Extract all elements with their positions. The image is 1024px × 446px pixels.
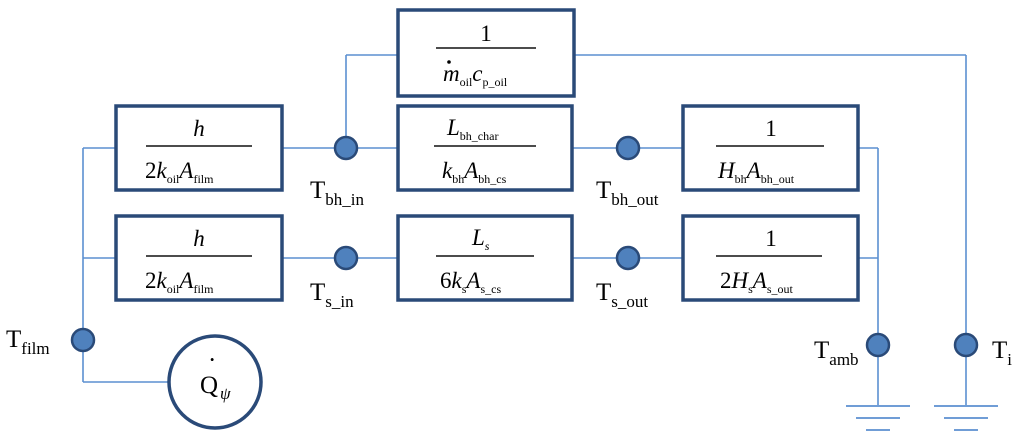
svg-text:moilcp_oil: moilcp_oil: [443, 61, 508, 89]
node-t-bh-in: [333, 135, 359, 161]
resistance-box-bearing-housing: Lbh_char kbhAbh_cs: [396, 104, 574, 192]
svg-text:1: 1: [480, 21, 492, 46]
svg-text:Q: Q: [200, 372, 218, 399]
svg-text:h: h: [193, 116, 205, 141]
node-t-film: [70, 327, 96, 353]
node-t-i: [953, 332, 979, 358]
label-t-s-out: Ts_out: [596, 279, 648, 311]
label-t-i: Ti: [992, 337, 1012, 369]
resistance-box-film-bottom: h 2koilAfilm: [114, 214, 284, 302]
label-t-bh-out: Tbh_out: [596, 177, 659, 209]
svg-text:2HsAs_out: 2HsAs_out: [720, 268, 794, 296]
label-t-s-in: Ts_in: [310, 279, 354, 311]
svg-text:kbhAbh_cs: kbhAbh_cs: [442, 158, 507, 186]
heat-source: Q · ψ: [167, 334, 263, 430]
svg-text:Lbh_char: Lbh_char: [446, 115, 498, 143]
resistance-box-housing-convection: 1 HbhAbh_out: [681, 104, 860, 192]
resistance-box-shaft: Ls 6ksAs_cs: [396, 214, 574, 302]
node-t-s-in: [333, 245, 359, 271]
resistance-box-film-top: h 2koilAfilm: [114, 104, 284, 192]
ground-symbol-amb: [846, 405, 910, 431]
svg-text:h: h: [193, 226, 205, 251]
node-t-s-out: [615, 245, 641, 271]
svg-text:2koilAfilm: 2koilAfilm: [145, 268, 214, 296]
label-t-amb: Tamb: [814, 337, 859, 369]
resistance-box-shaft-convection: 1 2HsAs_out: [681, 214, 860, 302]
svg-text:Ls: Ls: [471, 225, 490, 253]
svg-text:ψ: ψ: [220, 384, 231, 403]
svg-text:HbhAbh_out: HbhAbh_out: [717, 158, 795, 186]
svg-text:6ksAs_cs: 6ksAs_cs: [440, 268, 501, 296]
svg-text:1: 1: [765, 116, 777, 141]
node-t-bh-out: [615, 135, 641, 161]
svg-text:·: ·: [208, 347, 216, 374]
ground-symbol-i: [934, 405, 998, 431]
node-t-amb: [865, 332, 891, 358]
label-t-film: Tfilm: [6, 326, 50, 358]
label-t-bh-in: Tbh_in: [310, 177, 365, 209]
resistance-box-oil-flow: 1 moilcp_oil: [396, 8, 576, 98]
svg-text:2koilAfilm: 2koilAfilm: [145, 158, 214, 186]
svg-text:1: 1: [765, 226, 777, 251]
